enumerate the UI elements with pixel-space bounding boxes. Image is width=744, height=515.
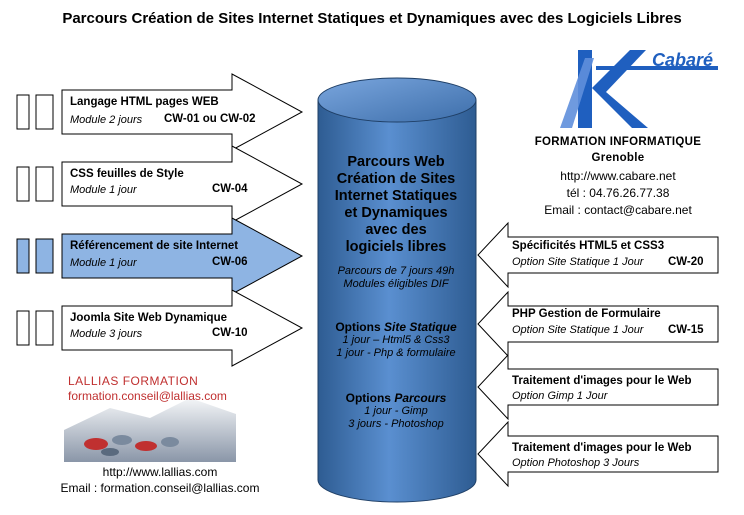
options-parcours: Options Parcours 1 jour - Gimp 3 jours -… (316, 391, 476, 431)
options-static-em: Site Statique (383, 320, 457, 334)
left-arrow-3 (16, 217, 304, 295)
options-static-heading: Options Site Statique (316, 320, 476, 334)
cylinder-title-line: avec des (365, 222, 427, 238)
lallias-logo-name: LALLIAS FORMATION (68, 374, 199, 388)
left-module-2-duration: Module 1 jour (70, 184, 137, 196)
left-module-4-title: Joomla Site Web Dynamique (70, 312, 227, 324)
left-module-3-duration: Module 1 jour (70, 257, 137, 269)
left-module-4-duration: Module 3 jours (70, 328, 143, 340)
options-static-item: 1 jour - Php & formulaire (336, 347, 456, 359)
left-arrow-4 (16, 289, 304, 367)
options-site-statique: Options Site Statique 1 jour – Html5 & C… (316, 320, 476, 360)
cabare-phone: tél : 04.76.26.77.38 (566, 186, 670, 200)
cylinder (317, 77, 477, 503)
parcours-duration: Parcours de 7 jours 49h (337, 265, 455, 277)
page-title: Parcours Création de Sites Internet Stat… (62, 10, 682, 27)
left-arrow-1 (16, 73, 304, 151)
options-parcours-em: Parcours (394, 391, 447, 405)
left-module-3-code: CW-06 (212, 256, 248, 268)
cylinder-title-line: logiciels libres (345, 239, 447, 255)
left-module-2-code: CW-04 (212, 183, 248, 195)
right-arrow-4 (477, 420, 719, 488)
cylinder-title-line: Parcours Web (347, 154, 445, 170)
cabare-company: FORMATION INFORMATIQUE (534, 136, 702, 148)
left-arrow-2 (16, 145, 304, 223)
cabare-website-link[interactable]: http://www.cabare.net (560, 169, 676, 183)
options-static-item: 1 jour – Html5 & Css3 (342, 334, 450, 346)
left-module-3-title: Référencement de site Internet (70, 240, 239, 252)
left-module-4-code: CW-10 (212, 327, 248, 339)
right-module-3-duration: Option Gimp 1 Jour (512, 390, 608, 402)
lallias-logo (64, 372, 236, 462)
right-module-3-title: Traitement d'images pour le Web (512, 375, 692, 387)
right-module-2-code: CW-15 (668, 324, 704, 336)
cylinder-title-line: Internet Statiques (334, 188, 458, 204)
lallias-email-link[interactable]: Email : formation.conseil@lallias.com (60, 481, 260, 495)
options-parcours-heading: Options Parcours (316, 391, 476, 405)
cylinder-title-line: Création de Sites (336, 171, 456, 187)
right-arrow-3 (477, 353, 719, 421)
right-module-1-code: CW-20 (668, 256, 704, 268)
options-parcours-label: Options (345, 391, 395, 405)
left-module-1-duration: Module 2 jours (70, 114, 143, 126)
lallias-logo-email: formation.conseil@lallias.com (68, 389, 227, 403)
lallias-website-link[interactable]: http://www.lallias.com (102, 465, 218, 479)
right-arrow-1 (477, 221, 719, 289)
left-module-1-title: Langage HTML pages WEB (70, 96, 219, 108)
right-arrow-2 (477, 290, 719, 358)
right-module-1-title: Spécificités HTML5 et CSS3 (512, 240, 665, 252)
right-module-1-duration: Option Site Statique 1 Jour (512, 256, 644, 268)
options-parcours-item: 3 jours - Photoshop (348, 418, 444, 430)
left-module-2-title: CSS feuilles de Style (70, 168, 184, 180)
right-module-2-title: PHP Gestion de Formulaire (512, 308, 661, 320)
cabare-logo (560, 50, 718, 128)
cabare-email-link[interactable]: Email : contact@cabare.net (544, 203, 692, 217)
cylinder-parcours: Parcours de 7 jours 49h Modules éligible… (316, 265, 476, 291)
left-module-1-code: CW-01 ou CW-02 (164, 113, 256, 125)
right-module-4-title: Traitement d'images pour le Web (512, 442, 692, 454)
cabare-logo-text: Cabaré (652, 50, 714, 70)
cabare-city: Grenoble (591, 152, 645, 164)
right-module-4-duration: Option Photoshop 3 Jours (512, 457, 640, 469)
cylinder-title-line: et Dynamiques (344, 205, 448, 221)
cylinder-title: Parcours Web Création de Sites Internet … (316, 154, 476, 256)
options-parcours-item: 1 jour - Gimp (364, 405, 428, 417)
parcours-dif: Modules éligibles DIF (343, 278, 449, 290)
right-module-2-duration: Option Site Statique 1 Jour (512, 324, 644, 336)
options-static-label: Options (335, 320, 384, 334)
